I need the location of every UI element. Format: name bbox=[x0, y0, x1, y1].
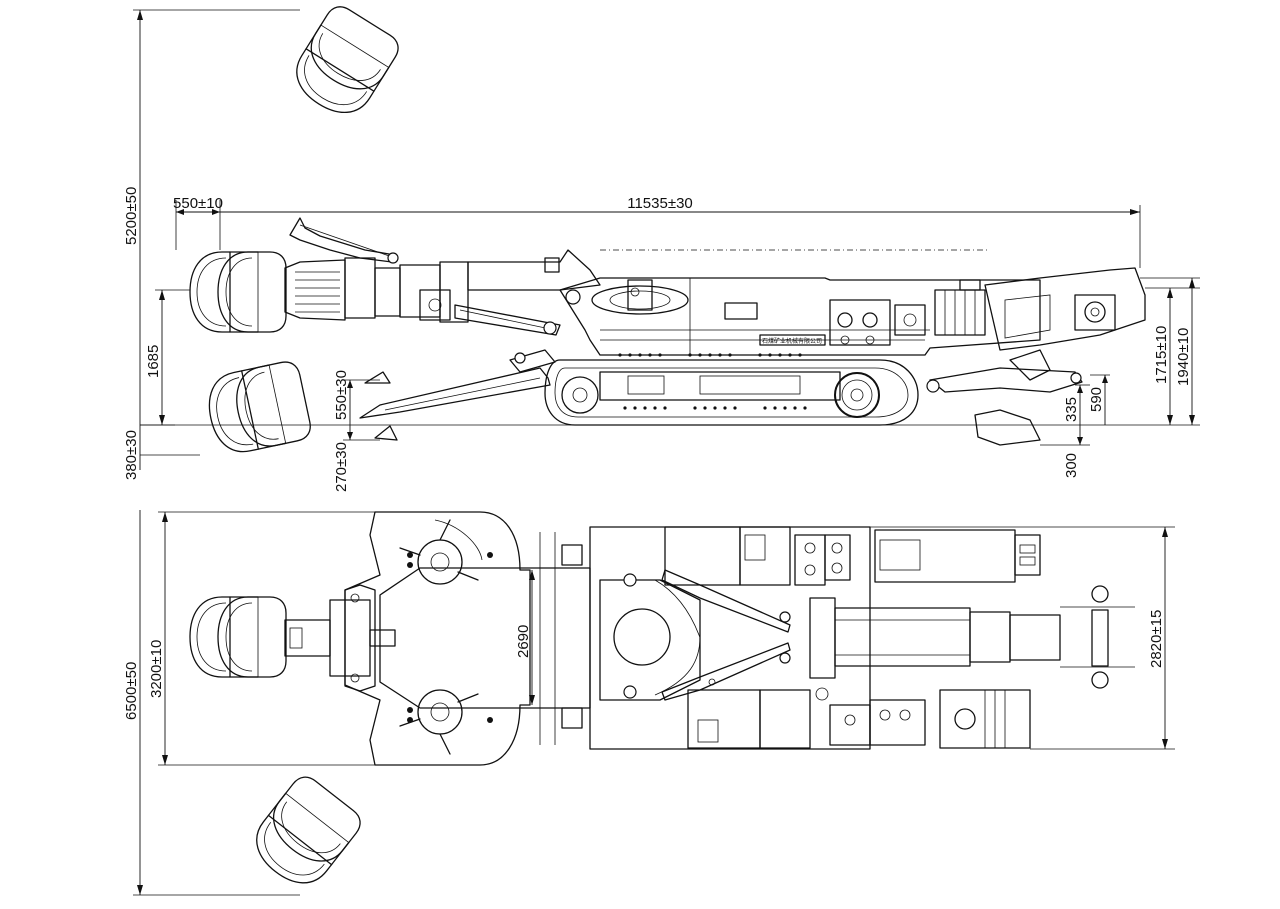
dimension-body-height: 1715±10 bbox=[1145, 287, 1200, 425]
dimension-shovel-down: 270±30 bbox=[333, 425, 380, 492]
plan-turntable bbox=[613, 608, 671, 666]
valve-block bbox=[829, 299, 891, 346]
dimension-track-width: 2820±15 bbox=[870, 526, 1175, 750]
boom-cylinder bbox=[289, 217, 581, 336]
dimension-overall-length: 11535±30 bbox=[220, 195, 1141, 268]
plan-pump-motor bbox=[829, 689, 1031, 749]
dimension-top-height: 1940±10 bbox=[1140, 277, 1200, 425]
dimension-rear-590: 590 bbox=[1088, 374, 1110, 425]
main-frame: 石煤矿业机械有限公司 bbox=[559, 277, 1041, 356]
plan-cutting-head-swing bbox=[243, 770, 367, 897]
star-wheel-lower bbox=[417, 689, 463, 735]
idler-wheel bbox=[561, 376, 599, 414]
cutting-head-lower-position bbox=[201, 358, 314, 459]
plan-electric-box bbox=[874, 529, 1041, 583]
rear-stabilizer bbox=[926, 349, 1083, 446]
cutting-head-front-position bbox=[189, 251, 287, 333]
star-wheel-upper bbox=[417, 539, 463, 585]
cutting-boom bbox=[284, 249, 601, 323]
dim-shovel-down: 270±30 bbox=[333, 442, 350, 492]
dim-rear-300: 300 bbox=[1063, 453, 1080, 478]
turntable bbox=[591, 285, 689, 315]
plan-main-body bbox=[589, 526, 871, 750]
drive-sprocket bbox=[834, 372, 880, 418]
dimension-rear-335: 335 bbox=[1063, 384, 1090, 425]
plan-view: 6500±50 3200±10 2690 2820±15 bbox=[123, 510, 1175, 897]
dim-front-offset: 550±10 bbox=[173, 195, 223, 212]
dim-rear-590: 590 bbox=[1088, 387, 1105, 412]
name-plate bbox=[759, 334, 826, 346]
dim-overall-length: 11535±30 bbox=[627, 195, 693, 212]
dim-overall-height: 5200±50 bbox=[123, 187, 140, 245]
dimension-loader-width: 2690 bbox=[515, 570, 535, 705]
dim-shovel-up: 550±30 bbox=[333, 370, 350, 420]
side-view: 石煤矿业机械有限公司 bbox=[123, 0, 1200, 492]
plan-cutting-head-front bbox=[189, 596, 287, 678]
plan-rear-conveyor bbox=[809, 585, 1135, 689]
rear-conveyor bbox=[984, 267, 1146, 351]
dim-cut-width: 3200±10 bbox=[148, 640, 165, 698]
dim-track-width: 2820±15 bbox=[1148, 610, 1165, 668]
crawler-track bbox=[544, 353, 919, 426]
dimension-cut-height: 1685 bbox=[145, 289, 190, 425]
dim-loader-width: 2690 bbox=[515, 625, 532, 658]
dim-top-height: 1940±10 bbox=[1175, 328, 1192, 386]
loading-apron bbox=[344, 511, 531, 766]
dimension-overall-width: 6500±50 bbox=[123, 510, 300, 896]
dim-body-height: 1715±10 bbox=[1153, 326, 1170, 384]
name-plate-text: 石煤矿业机械有限公司 bbox=[762, 337, 822, 345]
dim-below-floor: 380±30 bbox=[123, 430, 140, 480]
rear-pad bbox=[974, 409, 1041, 446]
cutting-head-top-position bbox=[284, 0, 405, 126]
dimension-shovel-up: 550±30 bbox=[333, 370, 380, 425]
dim-rear-335: 335 bbox=[1063, 397, 1080, 422]
loading-shovel bbox=[359, 349, 556, 441]
dimension-rear-300: 300 bbox=[1040, 425, 1090, 478]
dim-cut-height: 1685 bbox=[145, 345, 162, 378]
dimension-front-offset: 550±10 bbox=[173, 195, 223, 250]
dimension-below-floor: 380±30 bbox=[123, 430, 200, 480]
pump-motor bbox=[934, 289, 986, 336]
dim-overall-width: 6500±50 bbox=[123, 662, 140, 720]
plan-boom bbox=[284, 584, 396, 692]
dimension-cut-width: 3200±10 bbox=[148, 511, 375, 766]
dimension-overall-height: 5200±50 bbox=[123, 9, 300, 470]
